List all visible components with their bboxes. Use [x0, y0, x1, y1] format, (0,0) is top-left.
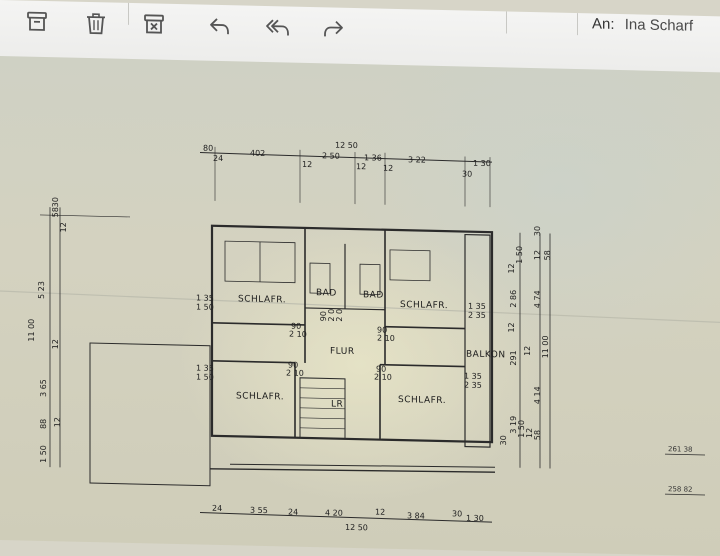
opening-label: 1 35 [464, 372, 482, 381]
reply-all-icon [264, 12, 292, 46]
dimension-label: 12 50 [345, 523, 368, 533]
opening-label: 2 35 [464, 381, 482, 390]
junk-button[interactable] [137, 9, 171, 44]
dimension-label: 12 [59, 222, 68, 232]
room-label: SCHLAFR. [236, 391, 284, 402]
reply-button[interactable] [203, 11, 237, 46]
dimension-label: 80 [203, 144, 213, 153]
dimension-label: 1 50 [39, 445, 48, 463]
elevation-label: 261 38 [668, 445, 692, 454]
room-label: BAD [316, 288, 337, 298]
dimension-label: 24 [288, 508, 298, 517]
dimension-label: 2 86 [509, 290, 518, 308]
dimension-label: 3 55 [250, 506, 268, 515]
dimension-label: 30 [499, 435, 508, 445]
dimension-label: 11 00 [27, 319, 36, 342]
dimension-label: 12 [533, 250, 542, 260]
dimension-label: 291 [509, 350, 518, 365]
dimension-label: 88 [39, 419, 48, 429]
dimension-label: 4 14 [533, 386, 542, 404]
dimension-label: 12 50 [335, 141, 358, 151]
dimension-label: 11 00 [541, 335, 550, 358]
opening-label: 2 10 [286, 368, 304, 377]
dimension-label: 24 [212, 504, 222, 513]
room-label: SCHLAFR. [238, 294, 286, 305]
dimension-label: 1 30 [466, 514, 484, 523]
toolbar-divider [577, 13, 578, 35]
reply-all-button[interactable] [261, 12, 295, 47]
opening-label: 1 35 [468, 302, 486, 311]
dimension-label: 58 [51, 207, 60, 217]
dimension-label: 12 [53, 417, 62, 427]
toolbar-divider [506, 11, 507, 33]
opening-label: 2 35 [468, 311, 486, 320]
floor-plan-drawing: SCHLAFR. BAD BAD SCHLAFR. FLUR BALKON SC… [0, 56, 720, 556]
recipient-label: An: [592, 15, 615, 33]
dimension-label: 24 [213, 154, 223, 163]
dimension-label: 12 [507, 263, 516, 273]
opening-label: 2 0 [335, 309, 344, 322]
delete-button[interactable] [79, 8, 113, 43]
dimension-label: 12 [507, 322, 516, 332]
dimension-label: 58 [533, 430, 542, 440]
dimension-label: 3 65 [39, 379, 48, 397]
dimension-label: 4 74 [533, 290, 542, 308]
opening-label: 2 10 [377, 334, 395, 343]
dimension-label: 1 50 [515, 246, 524, 264]
room-label: BALKON [466, 350, 506, 361]
dimension-label: 1 36 [364, 153, 382, 162]
dimension-label: 12 [523, 346, 532, 356]
terrace-outline [90, 343, 210, 486]
opening-label: 1 50 [196, 372, 214, 381]
dimension-label: 30 [462, 169, 472, 178]
outer-wall [212, 226, 492, 442]
dimension-label: 3 84 [407, 511, 425, 520]
elevation-label: 258 82 [668, 485, 692, 494]
opening-label: 1 35 [196, 293, 214, 302]
room-label: SCHLAFR. [398, 395, 446, 406]
junk-icon [140, 10, 168, 44]
reply-icon [206, 11, 234, 45]
attachment-image-floor-plan: SCHLAFR. BAD BAD SCHLAFR. FLUR BALKON SC… [0, 56, 720, 556]
forward-button[interactable] [316, 13, 350, 48]
dimension-label: 5 23 [37, 281, 46, 299]
dimension-label: 30 [533, 226, 542, 236]
dimension-label: 402 [250, 149, 265, 158]
paper-fold [0, 291, 720, 322]
room-label: BAD [363, 290, 384, 300]
dimension-label: 12 [356, 162, 366, 171]
opening-label: 2 10 [374, 372, 392, 381]
dimension-line [200, 513, 492, 523]
room-label: FLUR [330, 346, 355, 357]
recipient-field: An: Ina Scharf [592, 15, 693, 34]
dimension-label: 30 [452, 509, 462, 518]
dimension-label: 4 20 [325, 508, 343, 517]
dimension-label: 3 22 [408, 155, 426, 164]
opening-label: 2 10 [289, 330, 307, 339]
dimension-label: 12 [375, 508, 385, 517]
recipient-name: Ina Scharf [625, 16, 693, 35]
room-label: LR [331, 400, 343, 410]
toolbar-divider [128, 3, 129, 25]
dimension-label: 12 [51, 339, 60, 349]
room-label: SCHLAFR. [400, 300, 448, 311]
dimension-label: 12 [302, 160, 312, 169]
archive-button[interactable] [20, 6, 54, 41]
opening-label: 1 35 [196, 363, 214, 372]
archive-icon [23, 7, 51, 41]
dimension-label: 1 30 [473, 159, 491, 168]
trash-icon [82, 8, 110, 42]
dimension-label: 2 50 [322, 151, 340, 160]
dimension-line [200, 153, 492, 163]
dimension-label: 58 [543, 250, 552, 260]
dimension-label: 30 [51, 197, 60, 207]
balcony-outline [465, 235, 490, 448]
opening-label: 1 50 [196, 302, 214, 311]
forward-icon [319, 14, 347, 48]
dimension-label: 12 [383, 164, 393, 173]
